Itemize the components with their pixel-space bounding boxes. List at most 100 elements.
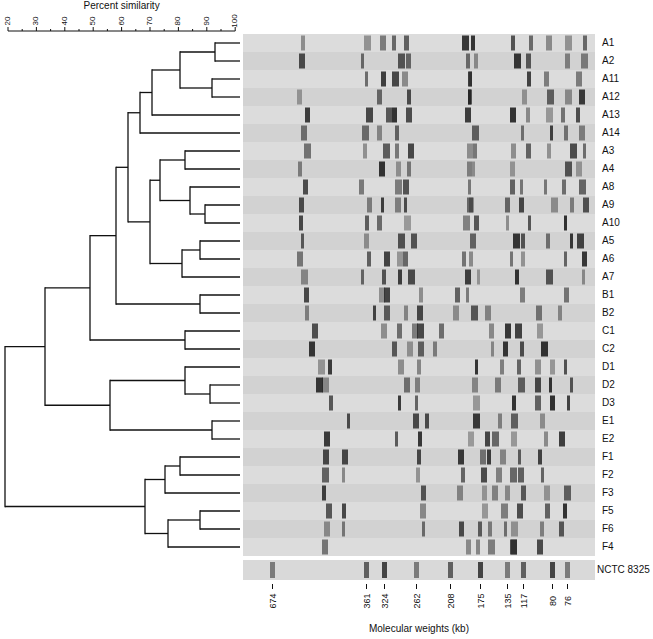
dendrogram-branch xyxy=(185,348,240,349)
scale-number: 40 xyxy=(61,16,69,25)
gel-band xyxy=(453,306,459,321)
gel-band xyxy=(363,144,367,159)
gel-band xyxy=(364,36,371,51)
size-marker: 674 xyxy=(268,593,277,608)
gel-band xyxy=(473,396,480,411)
gel-band xyxy=(364,234,369,249)
gel-band xyxy=(535,378,541,393)
gel-band xyxy=(382,270,386,285)
dendrogram-branch xyxy=(90,339,185,340)
gel-band xyxy=(520,342,524,357)
gel-band xyxy=(544,72,549,87)
gel-band xyxy=(535,360,541,375)
gel-lane xyxy=(243,250,595,268)
gel-band xyxy=(398,54,405,69)
gel-lane xyxy=(243,502,595,520)
scale-tick xyxy=(135,29,136,31)
size-tick xyxy=(567,584,568,589)
gel-band xyxy=(322,540,328,555)
gel-band xyxy=(564,360,567,375)
strain-label: A3 xyxy=(602,146,614,156)
gel-band xyxy=(579,90,585,105)
gel-band xyxy=(492,486,498,501)
gel-band xyxy=(322,468,329,483)
strain-label: A9 xyxy=(602,200,614,210)
size-tick xyxy=(507,584,508,589)
gel-band xyxy=(342,450,348,465)
strain-label: F5 xyxy=(602,506,614,516)
strain-label: E1 xyxy=(602,416,614,426)
gel-band xyxy=(513,234,520,249)
gel-band xyxy=(297,252,303,267)
gel-band xyxy=(547,144,551,159)
gel-band xyxy=(505,562,510,578)
gel-band xyxy=(367,198,372,213)
gel-band xyxy=(418,342,424,357)
gel-band xyxy=(517,360,521,375)
size-marker: 175 xyxy=(476,593,485,608)
gel-band xyxy=(558,306,562,321)
gel-band xyxy=(485,306,491,321)
gel-lane xyxy=(243,34,595,52)
gel-band xyxy=(547,90,554,105)
gel-lane xyxy=(243,412,595,430)
gel-band xyxy=(583,198,589,213)
gel-band xyxy=(404,198,407,213)
gel-band xyxy=(392,72,399,87)
gel-band xyxy=(407,162,411,177)
gel-lane xyxy=(243,322,595,340)
gel-band xyxy=(422,522,425,537)
gel-band xyxy=(342,504,346,519)
gel-band xyxy=(396,162,401,177)
gel-band xyxy=(487,450,491,465)
gel-band xyxy=(538,450,542,465)
gel-band xyxy=(342,468,345,483)
gel-band xyxy=(468,90,472,105)
dendrogram-branch xyxy=(168,546,240,547)
size-tick xyxy=(480,584,481,589)
gel-band xyxy=(377,90,382,105)
gel-band xyxy=(373,306,376,321)
gel-band xyxy=(402,72,408,87)
size-tick xyxy=(272,584,273,589)
gel-band xyxy=(563,504,567,519)
gel-band xyxy=(544,180,547,195)
gel-lane xyxy=(243,520,595,538)
dendrogram-branch xyxy=(90,235,116,236)
gel-band xyxy=(384,306,390,321)
gel-lane xyxy=(243,88,595,106)
scale-tick xyxy=(64,27,65,31)
gel-band xyxy=(381,72,386,87)
gel-lane xyxy=(243,394,595,412)
gel-band xyxy=(398,234,405,249)
size-marker: 361 xyxy=(362,593,371,608)
gel-band xyxy=(511,36,515,51)
strain-label: D2 xyxy=(602,380,615,390)
gel-band xyxy=(392,108,397,123)
gel-band xyxy=(414,562,419,578)
dendrogram-branch xyxy=(128,221,150,222)
axis-title: Molecular weights (kb) xyxy=(369,624,469,634)
gel-band xyxy=(521,486,526,501)
gel-band xyxy=(359,180,364,195)
gel-band xyxy=(468,180,471,195)
gel-band xyxy=(473,144,477,159)
dendrogram-branch xyxy=(180,51,215,52)
dendrogram-branch xyxy=(210,402,240,403)
gel-band xyxy=(561,108,565,123)
reference-lane xyxy=(243,560,595,580)
gel-lane xyxy=(243,304,595,322)
dendrogram-branch xyxy=(182,276,240,277)
gel-band xyxy=(550,396,555,411)
dendrogram-branch xyxy=(45,287,90,288)
gel-band xyxy=(407,90,411,105)
gel-band xyxy=(517,504,523,519)
gel-band xyxy=(467,144,473,159)
dendrogram-branch xyxy=(160,159,185,160)
dendrogram-branch xyxy=(215,60,240,61)
gel-lane xyxy=(243,142,595,160)
gel-lane xyxy=(243,232,595,250)
gel-lane xyxy=(243,196,595,214)
gel-band xyxy=(384,288,390,303)
